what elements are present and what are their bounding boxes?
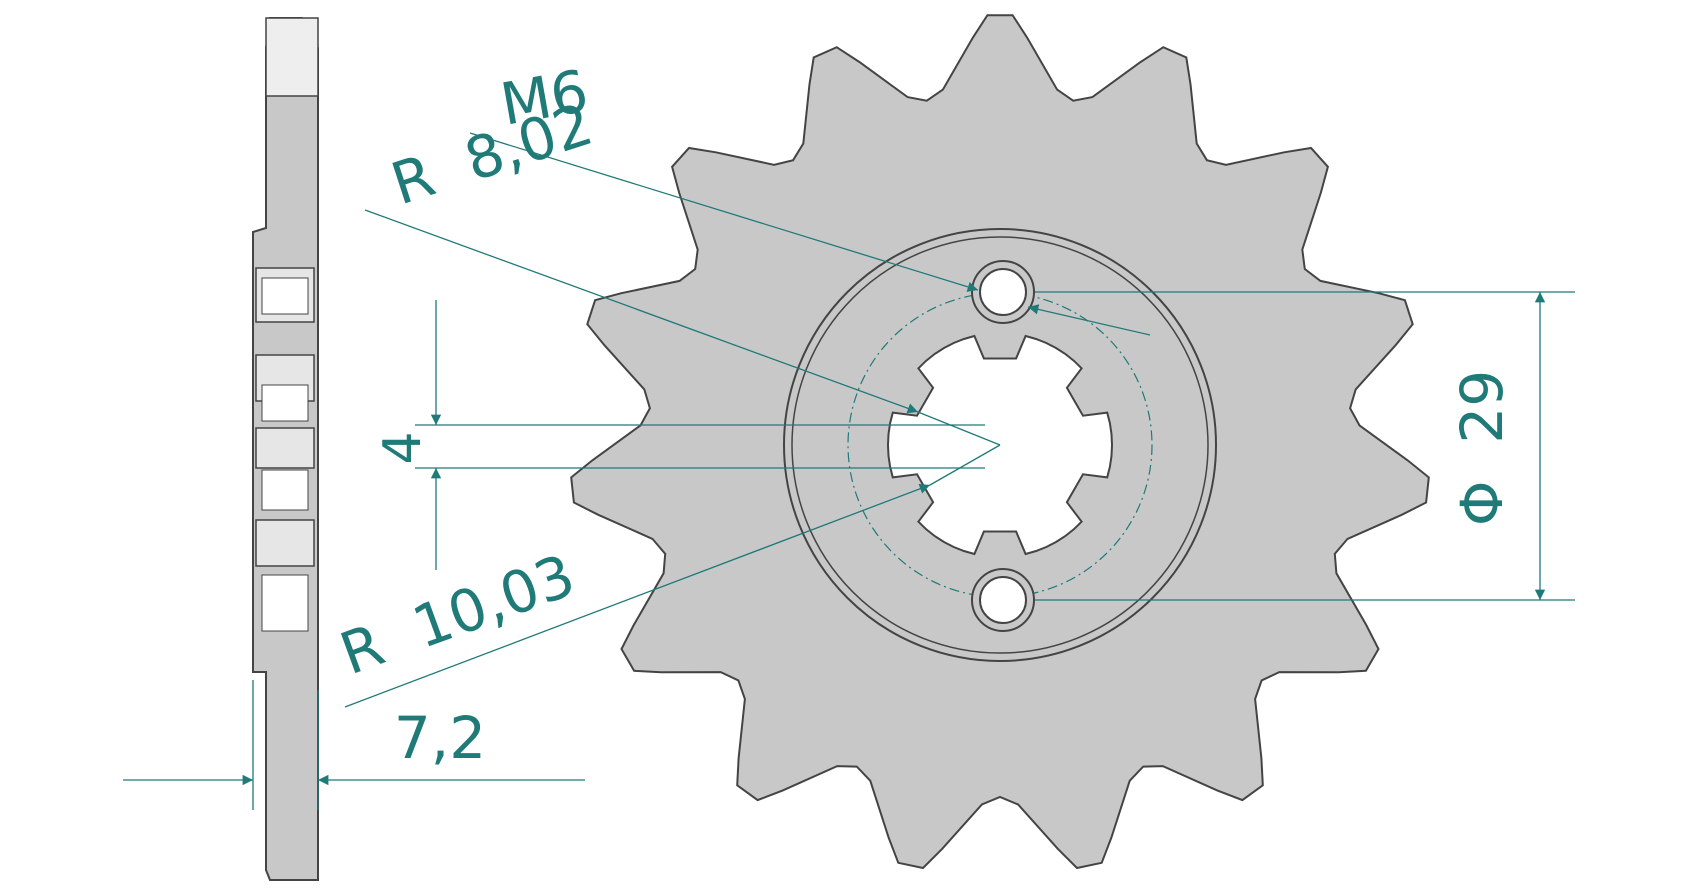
hub-outer-ring bbox=[783, 228, 1217, 662]
side-view-slot bbox=[261, 574, 309, 632]
side-view-slot bbox=[255, 427, 315, 469]
sprocket-front-view bbox=[570, 14, 1430, 870]
side-view-tooth-tip bbox=[265, 17, 319, 97]
bolt-hole-bottom bbox=[979, 576, 1027, 624]
center-point-line bbox=[929, 444, 1001, 486]
thread-leader bbox=[469, 132, 979, 292]
thread-label: M6 bbox=[496, 57, 593, 139]
radius-large-leader bbox=[344, 483, 931, 708]
dimension-lines bbox=[123, 132, 1575, 810]
radius-large-label: R 10,03 bbox=[332, 541, 584, 688]
bolt-hole-top bbox=[979, 268, 1027, 316]
radius-small-label: R 8,02 bbox=[383, 90, 600, 218]
thread-leader bbox=[1027, 304, 1151, 336]
bolt-circle-label: Φ 29 bbox=[1448, 370, 1516, 526]
side-view-slot bbox=[261, 469, 309, 511]
thickness-label: 7,2 bbox=[394, 704, 486, 772]
radius-small-leader bbox=[364, 209, 919, 414]
offset-label: 4 bbox=[373, 431, 433, 464]
side-view-slot bbox=[261, 384, 309, 422]
side-view-slot bbox=[255, 519, 315, 567]
side-view-slot bbox=[261, 277, 309, 315]
hub-inner-ring bbox=[791, 236, 1209, 654]
center-point-line bbox=[917, 411, 1001, 446]
sprocket-side-view bbox=[252, 17, 319, 881]
